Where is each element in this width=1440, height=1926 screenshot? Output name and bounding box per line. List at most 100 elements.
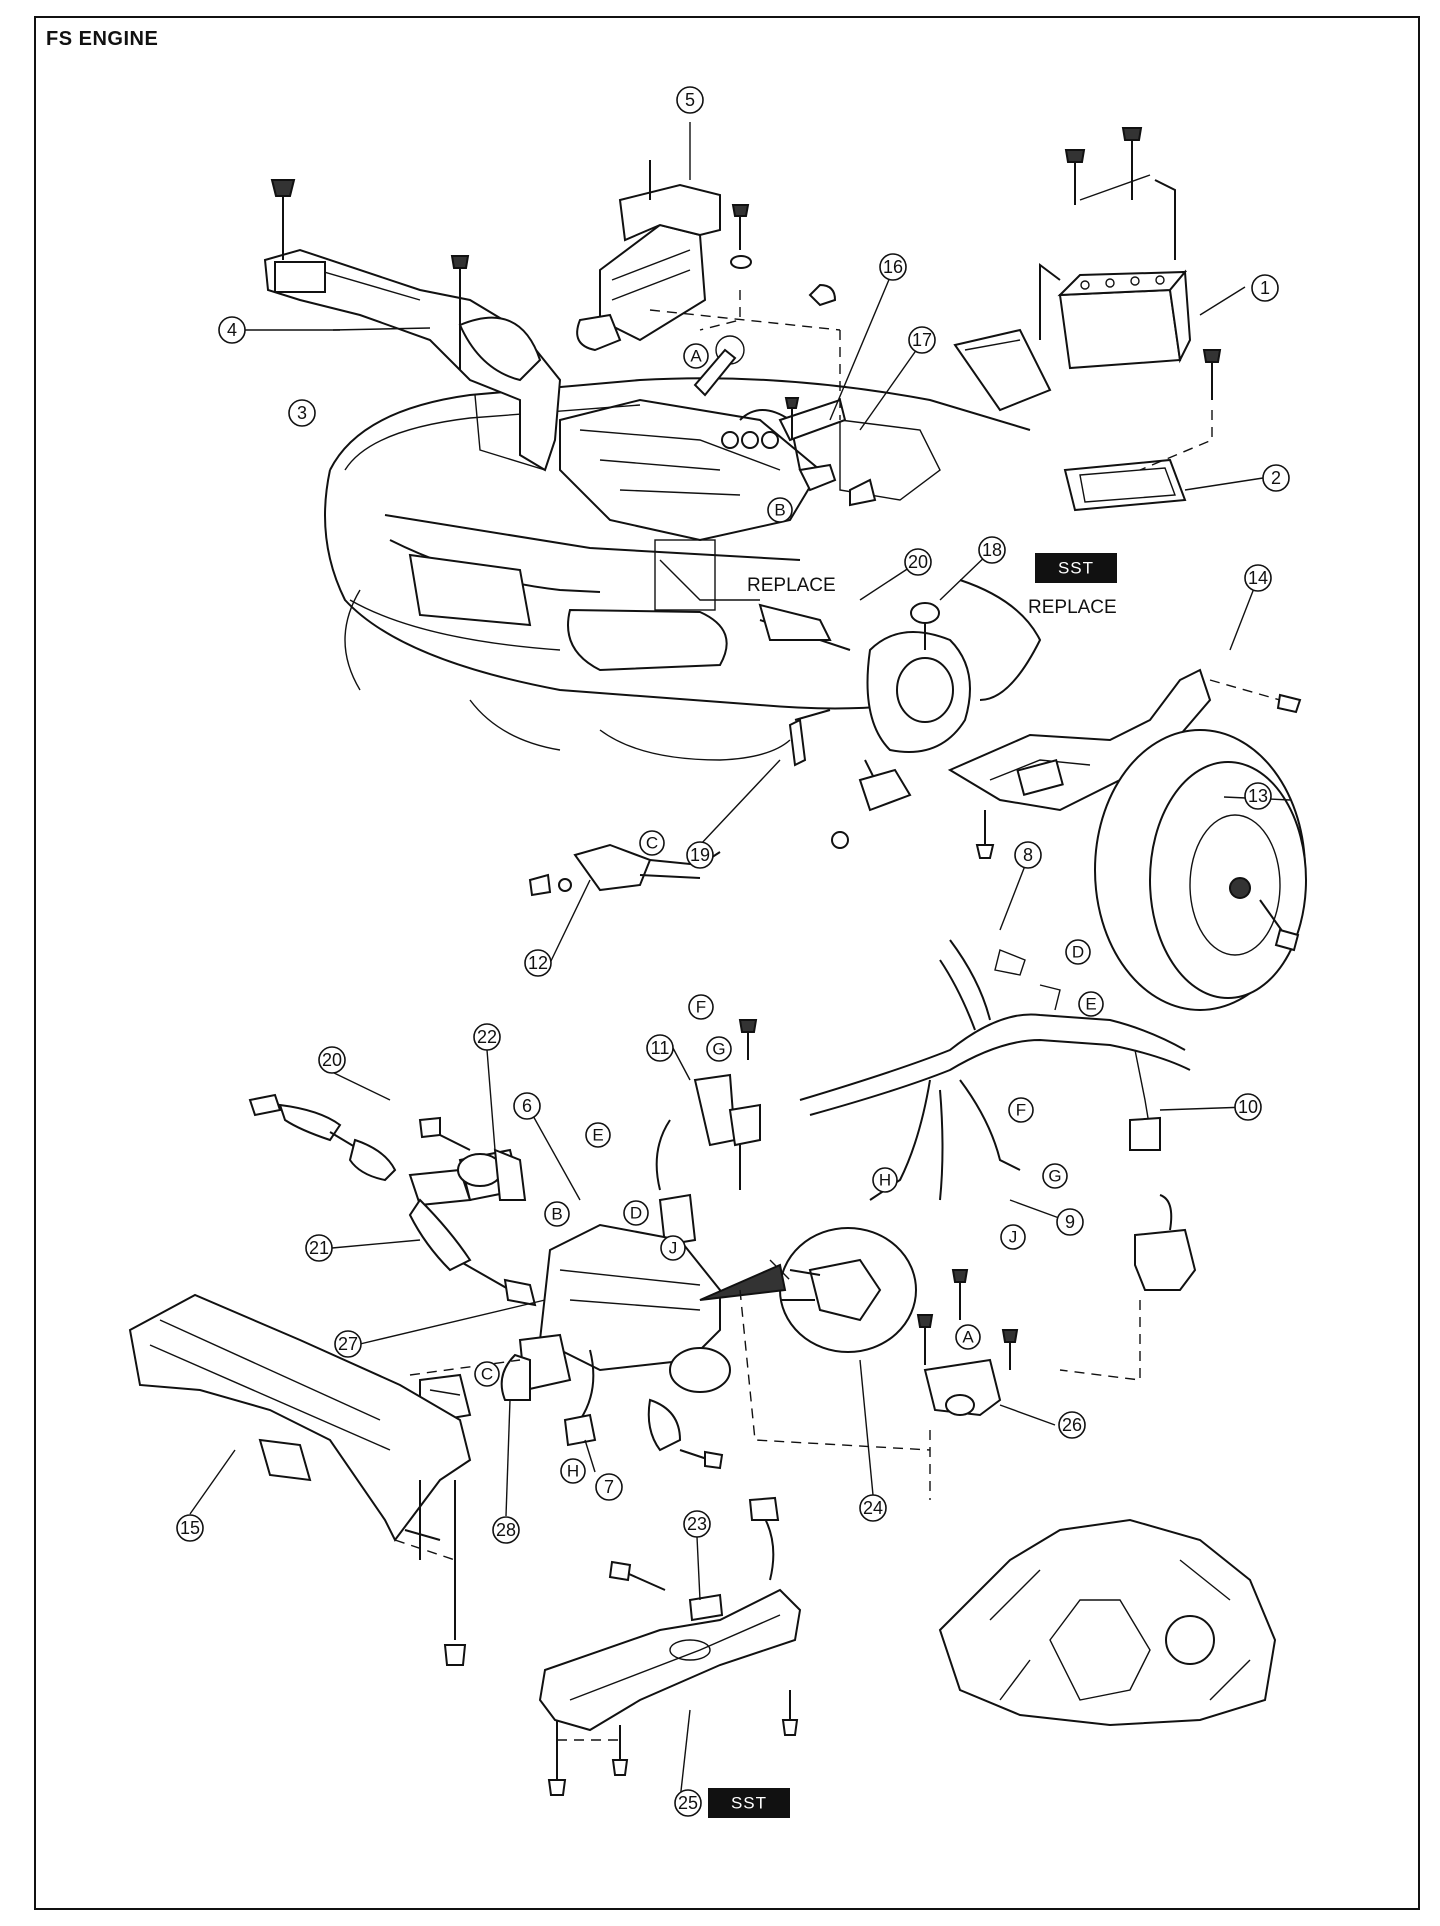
letter-e-left: E [585,1122,611,1148]
svg-text:18: 18 [982,540,1002,560]
svg-text:27: 27 [338,1334,358,1354]
svg-text:20: 20 [908,552,928,572]
svg-text:22: 22 [477,1027,497,1047]
letter-j-right: J [1000,1224,1026,1250]
callout-22: 22 [473,1023,501,1051]
svg-text:19: 19 [690,845,710,865]
air-intake-duct [263,179,562,472]
svg-text:23: 23 [687,1514,707,1534]
sst-badge-bottom: SST [708,1788,790,1818]
svg-text:SST: SST [1058,559,1094,578]
replace-note-right: REPLACE [1028,597,1117,618]
letter-j-center: J [660,1235,686,1261]
svg-text:H: H [879,1171,891,1190]
callout-26: 26 [1058,1411,1086,1439]
callout-1: 1 [1251,274,1279,302]
callout-2: 2 [1262,464,1290,492]
callout-18: 18 [978,536,1006,564]
transaxle-assembly [409,1223,731,1470]
callout-13: 13 [1244,782,1272,810]
letter-d-right: D [1065,939,1091,965]
svg-text:G: G [712,1040,725,1059]
replace-note-left: REPLACE [747,575,836,596]
hose-bracket [528,843,721,897]
svg-text:12: 12 [528,953,548,973]
svg-text:20: 20 [322,1050,342,1070]
letter-h-top: H [872,1167,898,1193]
callout-4: 4 [218,316,246,344]
letter-e-right: E [1078,991,1104,1017]
engine-block [559,335,941,611]
sst-badge-top: SST [1035,553,1117,583]
letter-a-bottom: A [955,1324,981,1350]
svg-text:B: B [551,1205,562,1224]
callout-17: 17 [908,326,936,354]
svg-text:10: 10 [1238,1097,1258,1117]
svg-text:C: C [646,834,658,853]
svg-text:F: F [696,998,706,1017]
svg-text:E: E [592,1126,603,1145]
letter-f-top: F [688,994,714,1020]
svg-text:2: 2 [1271,468,1281,488]
letter-g-right: G [1042,1163,1068,1189]
svg-text:J: J [1009,1228,1018,1247]
callout-23: 23 [683,1510,711,1538]
transaxle-mount [739,1259,1019,1451]
letter-c-bottom: C [474,1361,500,1387]
ground-bracket [655,1019,761,1247]
svg-text:5: 5 [685,90,695,110]
svg-text:D: D [1072,943,1084,962]
callout-20-bottom: 20 [318,1046,346,1074]
svg-text:A: A [690,347,702,366]
svg-text:C: C [481,1365,493,1384]
letter-h-bottom: H [560,1458,586,1484]
callout-11: 11 [646,1034,674,1062]
svg-text:1: 1 [1260,278,1270,298]
svg-text:SST: SST [731,1794,767,1813]
steering-knuckle-assembly [758,579,1042,849]
callout-25: 25 [674,1789,702,1817]
svg-text:17: 17 [912,330,932,350]
svg-text:13: 13 [1248,786,1268,806]
svg-text:REPLACE: REPLACE [747,575,836,596]
callout-19: 19 [686,841,714,869]
svg-text:J: J [669,1239,678,1258]
letter-b-bottom: B [544,1201,570,1227]
transaxle-case [929,1430,1277,1727]
svg-text:25: 25 [678,1793,698,1813]
callout-20-top: 20 [904,548,932,576]
callout-28: 28 [492,1516,520,1544]
svg-text:9: 9 [1065,1212,1075,1232]
diagram-frame [34,16,1420,1910]
svg-text:4: 4 [227,320,237,340]
svg-text:11: 11 [651,1038,670,1058]
svg-text:6: 6 [522,1096,532,1116]
svg-text:3: 3 [297,403,307,423]
svg-text:7: 7 [604,1477,614,1497]
detail-inset [699,1227,917,1353]
svg-text:14: 14 [1248,568,1268,588]
svg-text:D: D [630,1204,642,1223]
svg-text:15: 15 [180,1518,200,1538]
svg-text:28: 28 [496,1520,516,1540]
letter-g-top: G [706,1036,732,1062]
svg-text:24: 24 [863,1498,883,1518]
svg-text:21: 21 [309,1238,329,1258]
callout-12: 12 [524,949,552,977]
svg-text:REPLACE: REPLACE [1028,597,1117,618]
svg-text:A: A [962,1328,974,1347]
callout-15: 15 [176,1514,204,1542]
callout-21: 21 [305,1234,333,1262]
callout-3: 3 [288,399,316,427]
callout-24: 24 [859,1494,887,1522]
svg-text:B: B [774,501,785,520]
callout-7: 7 [595,1473,623,1501]
rear-crossmember [538,1496,802,1796]
diagram-title: FS ENGINE [46,28,159,50]
battery [953,127,1222,512]
callout-10: 10 [1234,1093,1262,1121]
engine-wiring-harness [799,939,1197,1381]
letter-d-left: D [623,1200,649,1226]
letter-a-top: A [683,343,709,369]
